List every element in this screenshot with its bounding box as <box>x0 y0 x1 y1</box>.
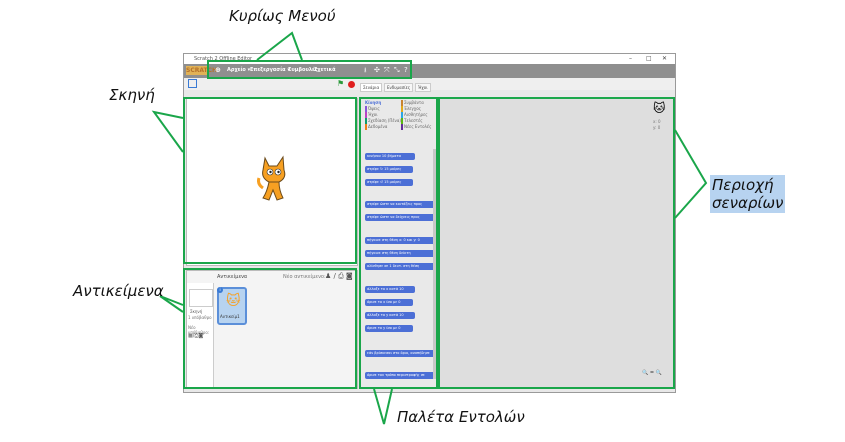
title-bar: Scratch 2 Offline Editor – □ ✕ <box>184 54 675 64</box>
scratch-window: Scratch 2 Offline Editor – □ ✕ SCRATCH ⊕… <box>183 53 676 393</box>
label-sprites: Αντικείμενα <box>73 282 164 300</box>
block-bounce[interactable]: εάν βρίσκεσαι στο όριο, αναπήδησε <box>365 350 435 357</box>
block-go-to[interactable]: πήγαινε στη θέση δείκτη <box>365 250 435 257</box>
block-turn-right[interactable]: στρίψε ↻ 15 μοίρες <box>365 166 413 173</box>
sprites-pointer <box>159 295 184 313</box>
blocks-palette: Κίνηση Όψεις Ήχοι Σχεδίαση (Πένα) Δεδομέ… <box>360 98 438 389</box>
palette-pointer <box>373 388 393 425</box>
label-main-menu: Κυρίως Μενού <box>229 7 336 25</box>
menu-file[interactable]: Αρχείο ▾ <box>227 67 251 73</box>
menu-about[interactable]: Σχετικά <box>314 67 336 73</box>
block-rotation-style[interactable]: όρισε τον τρόπο περιστροφής σε <box>365 372 435 379</box>
label-palette: Παλέτα Εντολών <box>397 408 525 426</box>
category-events[interactable]: Συμβάντα <box>401 100 431 106</box>
label-stage: Σκηνή <box>109 86 155 104</box>
new-sprite-label: Νέο αντικείμενο: <box>283 274 326 280</box>
info-icon[interactable]: i <box>217 287 223 293</box>
block-go-to-xy[interactable]: πήγαινε στη θέση x: 0 και y: 0 <box>365 237 435 244</box>
stage-highlight <box>183 97 357 264</box>
label-scripts-line2: σεναρίων <box>712 194 784 212</box>
shrink-icon[interactable]: ⤡ <box>394 66 400 74</box>
stage-backdrops: 1 υπόβαθρο <box>188 315 212 320</box>
sprites-highlight <box>183 268 357 389</box>
block-change-y[interactable]: άλλαξε το y κατά 10 <box>365 312 415 319</box>
main-menu-pointer <box>256 31 303 61</box>
category-operators[interactable]: Τελεστές <box>401 118 431 124</box>
stage-pointer <box>151 110 184 153</box>
palette-scrollbar[interactable] <box>433 149 436 379</box>
help-icon[interactable]: ? <box>404 66 408 74</box>
scripts-pointer <box>674 129 708 219</box>
scratch-logo: SCRATCH <box>186 66 218 75</box>
category-sound[interactable]: Ήχοι <box>365 112 401 118</box>
stop-icon[interactable] <box>348 81 355 88</box>
new-backdrop-label: Νέο υπόβαθρο: <box>188 325 210 335</box>
sprites-pane: Αντικείμενα Νέο αντικείμενο: ♟ / ⎙ ◙ Σκη… <box>186 270 358 389</box>
globe-icon[interactable]: ⊕ <box>215 66 221 74</box>
palette-highlight <box>359 97 438 389</box>
label-scripts-area: Περιοχή σεναρίων <box>710 175 786 213</box>
block-move[interactable]: κινήσου 10 βήματα <box>365 153 415 160</box>
scripts-area[interactable]: 🐱 x: 0 y: 0 🔍 = 🔍 <box>438 98 675 389</box>
category-more-blocks[interactable]: Νέες Εντολές <box>401 124 431 130</box>
tab-scripts[interactable]: Σενάρια <box>360 83 383 92</box>
delete-icon[interactable]: ✣ <box>374 66 380 74</box>
close-button[interactable]: ✕ <box>662 55 668 62</box>
sprites-header: Αντικείμενα <box>217 274 248 280</box>
duplicate-icon[interactable]: ⭳ <box>364 66 367 74</box>
stage-label: Σκηνή <box>190 309 203 314</box>
menu-tips[interactable]: Συμβουλές <box>288 67 318 73</box>
tab-sounds[interactable]: Ήχοι <box>415 83 431 92</box>
block-set-x[interactable]: όρισε το x ίσο με 0 <box>365 299 413 306</box>
block-point-in-direction[interactable]: στρίψε ώστε να κοιτάζεις προς <box>365 201 435 208</box>
menu-edit[interactable]: Επεξεργασία ▾ <box>250 67 290 73</box>
label-scripts-line1: Περιοχή <box>712 176 774 194</box>
block-turn-left[interactable]: στρίψε ↺ 15 μοίρες <box>365 179 413 186</box>
menu-bar: SCRATCH ⊕ Αρχείο ▾ Επεξεργασία ▾ Συμβουλ… <box>184 64 675 78</box>
category-motion[interactable]: Κίνηση <box>365 100 382 105</box>
new-backdrop-tools-icon[interactable]: ▩/⎙◙ <box>188 333 204 339</box>
sprite-preview-icon: 🐱 <box>653 101 666 115</box>
presentation-mode-icon[interactable] <box>188 79 197 88</box>
stage-thumbnail[interactable] <box>189 289 213 307</box>
category-pen[interactable]: Σχεδίαση (Πένα) <box>365 118 401 124</box>
category-control[interactable]: Έλεγχος <box>401 106 431 112</box>
minimize-button[interactable]: – <box>629 55 632 62</box>
category-data[interactable]: Δεδομένα <box>365 124 401 130</box>
main-menu-highlight <box>207 60 412 79</box>
category-looks[interactable]: Όψεις <box>365 106 401 112</box>
zoom-controls[interactable]: 🔍 = 🔍 <box>642 370 662 376</box>
new-sprite-tools-icon[interactable]: ♟ / ⎙ ◙ <box>325 272 353 280</box>
block-set-y[interactable]: όρισε το y ίσο με 0 <box>365 325 413 332</box>
sprite-y-readout: y: 0 <box>653 125 661 130</box>
tab-costumes[interactable]: Ενδυμασίες <box>384 83 414 92</box>
categories-right: Συμβάντα Έλεγχος Αισθητήρες Τελεστές Νέε… <box>401 100 431 130</box>
block-change-x[interactable]: άλλαξε το x κατά 10 <box>365 286 415 293</box>
sprite-name: Αντικείμ1 <box>220 314 240 319</box>
scripts-highlight <box>438 97 675 389</box>
maximize-button[interactable]: □ <box>646 55 652 62</box>
window-title: Scratch 2 Offline Editor <box>194 56 253 62</box>
green-flag-icon[interactable]: ⚑ <box>337 79 345 88</box>
cat-sprite-icon[interactable] <box>257 154 291 204</box>
category-sensing[interactable]: Αισθητήρες <box>401 112 431 118</box>
sprite-cat-icon: 🐱 <box>226 293 241 309</box>
grow-icon[interactable]: ⤧ <box>384 66 390 74</box>
stage-thumbnail-column: Σκηνή 1 υπόβαθρο Νέο υπόβαθρο: ▩/⎙◙ <box>187 283 214 387</box>
block-glide[interactable]: ολίσθησε σε 1 δευτ. στη θέση <box>365 263 435 270</box>
categories-left: Κίνηση Όψεις Ήχοι Σχεδίαση (Πένα) Δεδομέ… <box>365 100 401 130</box>
sprite-thumbnail[interactable]: i 🐱 Αντικείμ1 <box>217 287 247 325</box>
sprite-x-readout: x: 0 <box>653 119 661 124</box>
block-point-towards[interactable]: στρίψε ώστε να δείχνεις προς <box>365 214 435 221</box>
